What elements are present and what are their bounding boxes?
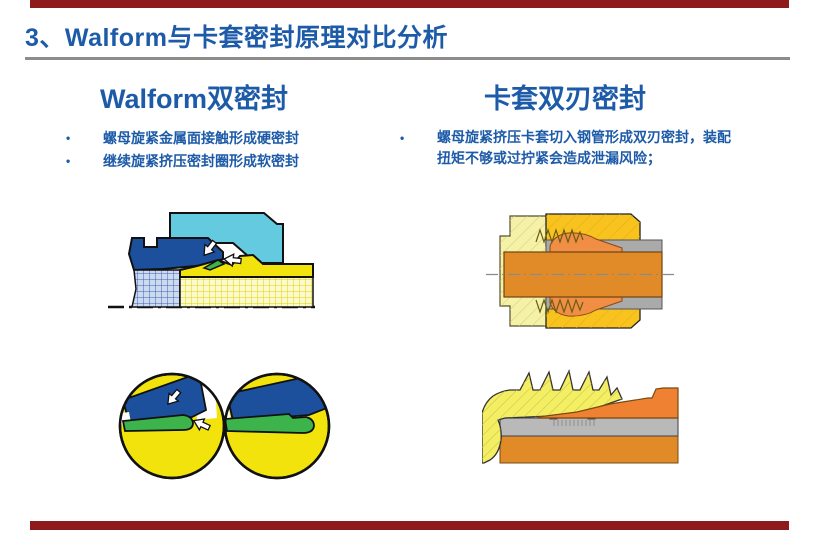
nut-thread-body-hatch <box>482 371 622 463</box>
circle-outline <box>223 372 331 480</box>
green-seal-ring-compressed <box>225 413 315 434</box>
yellow-hatched-section <box>179 276 314 308</box>
list-item: • 螺母旋紧金属面接触形成硬密封 <box>66 127 299 150</box>
blue-hatched-section <box>131 269 181 308</box>
top-accent-bar <box>30 0 789 8</box>
ferrule-wedge-shape <box>537 387 679 419</box>
yellow-tube-shape <box>179 253 314 278</box>
ferrule-bullet-list: • 螺母旋紧挤压卡套切入钢管形成双刃密封，装配扭矩不够或过拧紧会造成泄漏风险； <box>400 127 739 169</box>
bullet-text: 螺母旋紧金属面接触形成硬密封 <box>103 130 299 146</box>
serration-marks <box>553 420 595 426</box>
bottom-accent-bar <box>30 521 789 530</box>
bullet-text: 继续旋紧挤压密封圈形成软密封 <box>103 153 299 169</box>
page-title: 3、Walform与卡套密封原理对比分析 <box>25 24 448 52</box>
tube-wall-shape <box>499 417 679 437</box>
thread-zigzag-top <box>535 228 584 244</box>
ferrule-cross-section-diagram <box>486 213 674 329</box>
walform-detail-circles-diagram <box>118 372 331 480</box>
green-seal-ring <box>121 414 194 432</box>
pipe-material-shape <box>499 435 679 464</box>
walform-cross-section-diagram <box>108 212 315 309</box>
walform-heading: Walform双密封 <box>100 84 288 114</box>
bullet-icon: • <box>400 131 405 145</box>
ferrule-top-shape <box>549 232 623 253</box>
ferrule-heading: 卡套双刃密封 <box>484 84 646 114</box>
bullet-icon: • <box>66 154 71 168</box>
list-item: • 继续旋紧挤压密封圈形成软密封 <box>66 150 299 173</box>
thread-zigzag-bottom <box>535 298 584 314</box>
title-underline <box>25 57 790 60</box>
walform-bullet-list: • 螺母旋紧金属面接触形成硬密封 • 继续旋紧挤压密封圈形成软密封 <box>66 127 299 173</box>
bullet-text: 螺母旋紧挤压卡套切入钢管形成双刃密封，装配扭矩不够或过拧紧会造成泄漏风险； <box>437 129 731 166</box>
bullet-icon: • <box>66 131 71 145</box>
ferrule-bite-detail-diagram <box>482 368 679 464</box>
green-seal-ring <box>202 259 226 271</box>
list-item: • 螺母旋紧挤压卡套切入钢管形成双刃密封，装配扭矩不够或过拧紧会造成泄漏风险； <box>400 127 739 169</box>
